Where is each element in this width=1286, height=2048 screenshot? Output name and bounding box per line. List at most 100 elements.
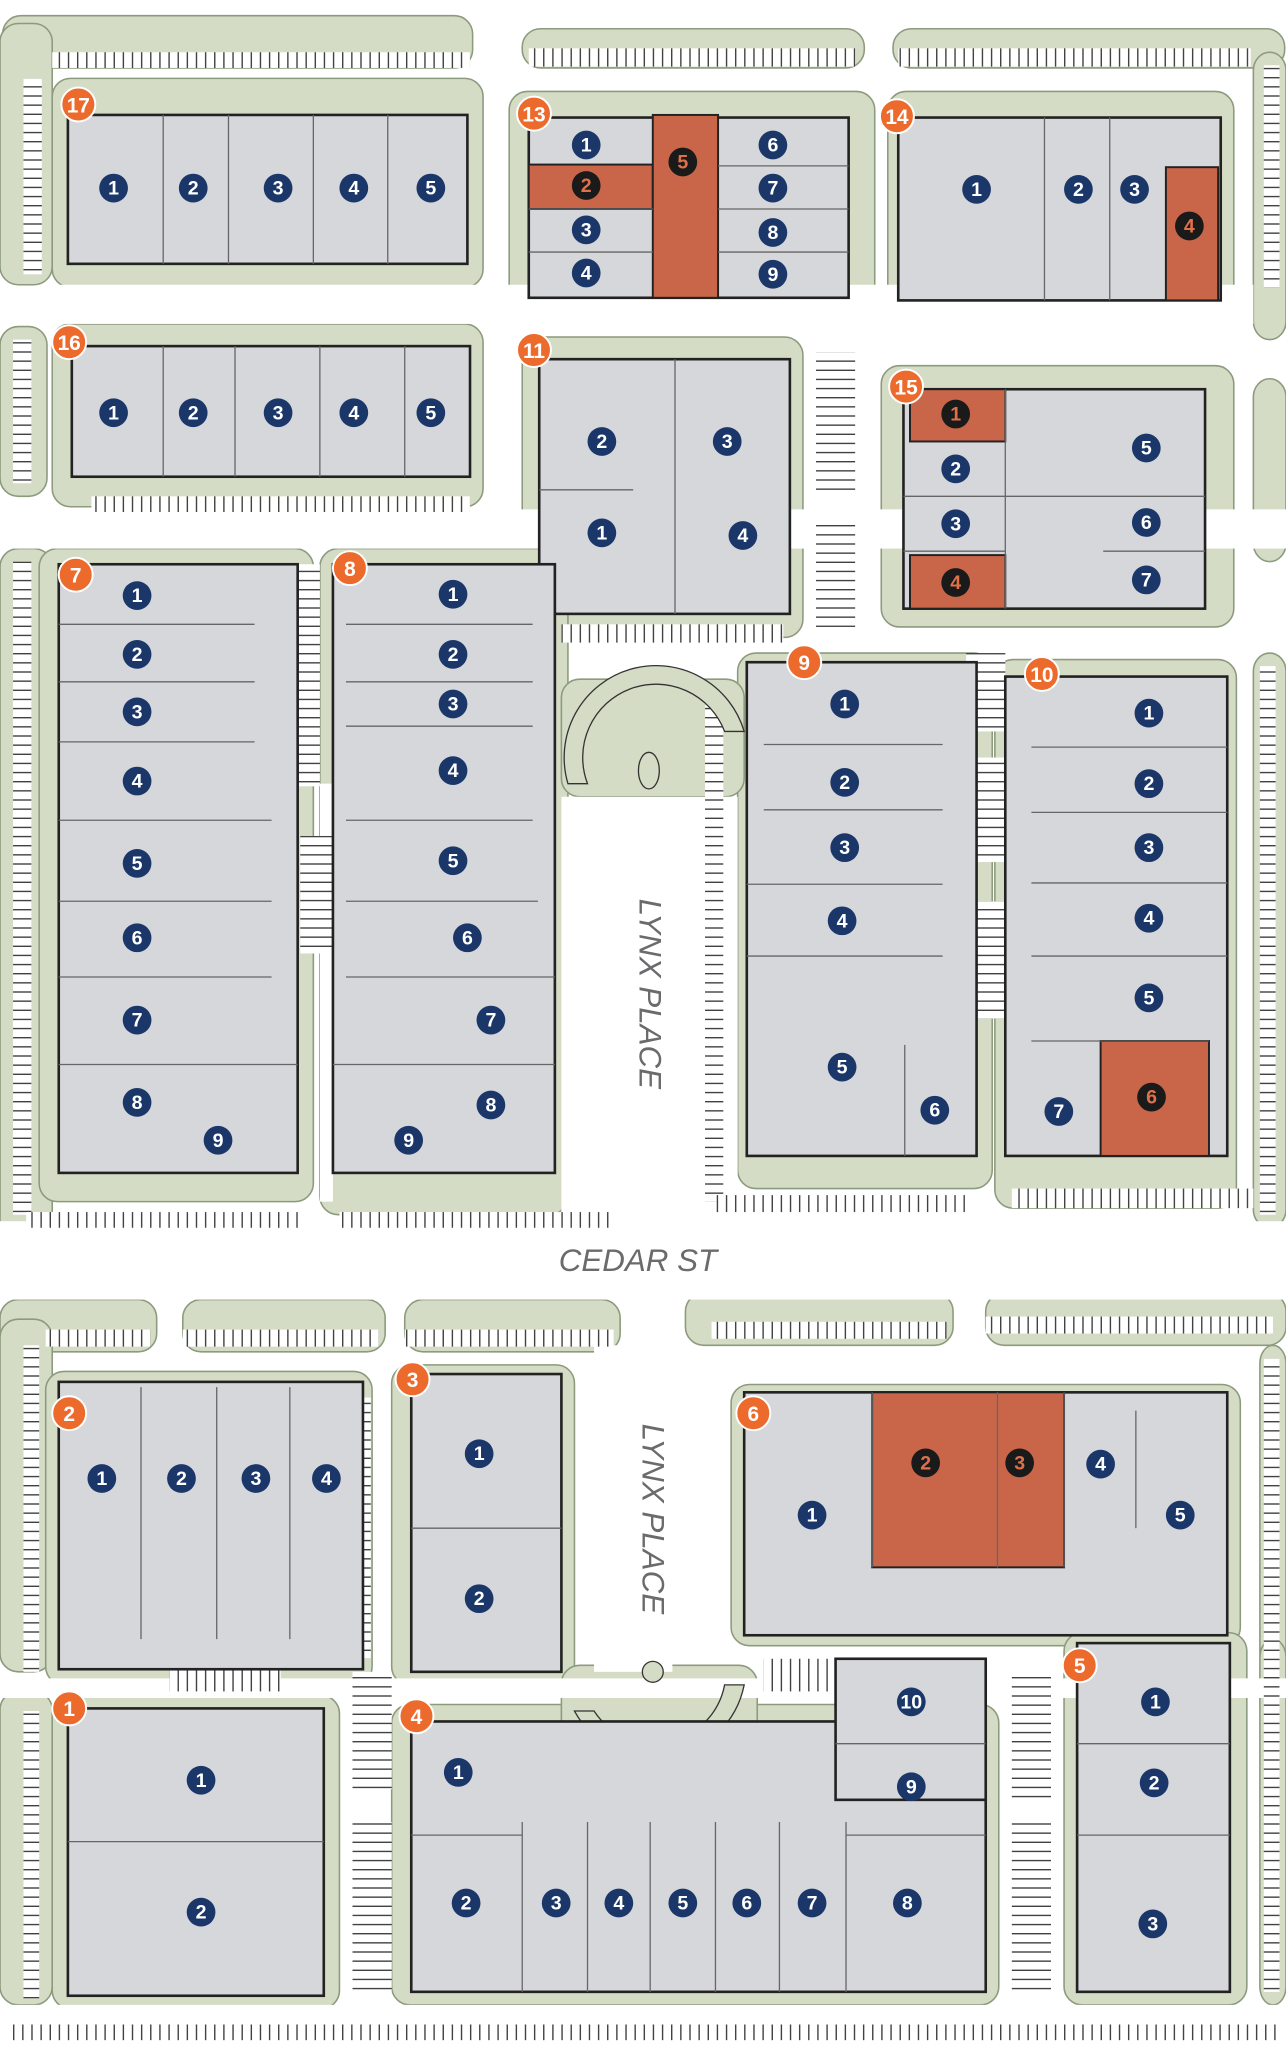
unit-17-2[interactable]: 2 [178,173,208,203]
building-number-badge[interactable]: 15 [888,368,925,405]
unit-2-1[interactable]: 1 [87,1464,117,1493]
unit-6-5[interactable]: 5 [1165,1500,1195,1530]
unit-7-8[interactable]: 8 [122,1088,152,1117]
highlighted-unit-area[interactable] [651,113,720,299]
unit-13-6[interactable]: 6 [758,130,788,160]
unit-17-3[interactable]: 3 [263,173,293,203]
unit-7-4[interactable]: 4 [122,766,152,796]
unit-15-6[interactable]: 6 [1131,508,1161,537]
unit-10-2[interactable]: 2 [1134,769,1164,799]
unit-14-2[interactable]: 2 [1064,175,1093,204]
unit-13-7[interactable]: 7 [758,173,788,203]
unit-9-4[interactable]: 4 [827,906,857,936]
building-number-badge[interactable]: 4 [398,1698,435,1735]
unit-15-4-highlighted[interactable]: 4 [941,568,971,597]
unit-15-5[interactable]: 5 [1131,433,1161,463]
unit-10-3[interactable]: 3 [1134,833,1164,863]
unit-3-1[interactable]: 1 [464,1439,494,1469]
unit-11-3[interactable]: 3 [712,427,742,456]
unit-17-1[interactable]: 1 [99,173,128,203]
unit-2-4[interactable]: 4 [312,1464,341,1493]
unit-13-8[interactable]: 8 [758,218,788,247]
unit-14-1[interactable]: 1 [962,175,991,204]
building-number-badge[interactable]: 6 [735,1395,772,1432]
unit-16-3[interactable]: 3 [263,398,293,428]
unit-8-7[interactable]: 7 [476,1005,506,1035]
unit-13-9[interactable]: 9 [758,259,788,289]
unit-10-4[interactable]: 4 [1134,903,1164,933]
unit-9-2[interactable]: 2 [830,768,860,797]
unit-8-2[interactable]: 2 [438,640,468,669]
unit-16-4[interactable]: 4 [339,398,369,428]
unit-6-3-highlighted[interactable]: 3 [1005,1448,1035,1478]
unit-13-5-highlighted[interactable]: 5 [668,147,698,177]
unit-17-5[interactable]: 5 [416,173,446,203]
unit-1-2[interactable]: 2 [186,1897,216,1927]
unit-4-3[interactable]: 3 [541,1888,571,1918]
unit-4-1[interactable]: 1 [443,1758,473,1787]
unit-13-3[interactable]: 3 [571,215,601,245]
unit-15-1-highlighted[interactable]: 1 [941,399,971,429]
building-number-badge[interactable]: 14 [878,98,915,135]
unit-9-1[interactable]: 1 [830,689,860,719]
unit-4-4[interactable]: 4 [604,1888,634,1918]
unit-17-4[interactable]: 4 [339,173,369,203]
unit-11-4[interactable]: 4 [728,521,758,550]
unit-8-1[interactable]: 1 [438,579,468,609]
unit-4-8[interactable]: 8 [893,1888,922,1918]
unit-8-4[interactable]: 4 [438,756,468,785]
unit-15-3[interactable]: 3 [941,509,971,539]
unit-10-5[interactable]: 5 [1134,983,1164,1013]
building-number-badge[interactable]: 9 [786,644,823,681]
unit-4-10[interactable]: 10 [896,1687,926,1717]
unit-1-1[interactable]: 1 [186,1765,216,1795]
building-number-badge[interactable]: 5 [1061,1647,1098,1684]
unit-10-6-highlighted[interactable]: 6 [1137,1082,1166,1112]
unit-7-1[interactable]: 1 [122,581,152,610]
building-number-badge[interactable]: 3 [394,1361,431,1398]
unit-13-1[interactable]: 1 [571,130,601,160]
building-number-badge[interactable]: 17 [60,86,97,123]
unit-8-8[interactable]: 8 [476,1090,506,1120]
unit-7-9[interactable]: 9 [203,1125,233,1155]
unit-8-3[interactable]: 3 [438,689,468,719]
unit-8-6[interactable]: 6 [453,923,482,953]
building-number-badge[interactable]: 8 [331,550,368,587]
unit-11-2[interactable]: 2 [587,427,617,456]
unit-6-2-highlighted[interactable]: 2 [911,1448,941,1478]
building-number-badge[interactable]: 10 [1023,655,1060,692]
unit-5-2[interactable]: 2 [1139,1768,1169,1798]
unit-7-7[interactable]: 7 [122,1005,152,1035]
unit-15-7[interactable]: 7 [1131,565,1161,595]
unit-7-3[interactable]: 3 [122,697,152,727]
unit-5-1[interactable]: 1 [1141,1687,1170,1717]
unit-4-5[interactable]: 5 [668,1888,698,1918]
unit-9-3[interactable]: 3 [830,833,860,863]
unit-3-2[interactable]: 2 [464,1584,494,1614]
unit-16-1[interactable]: 1 [99,398,128,428]
building-1[interactable]: 121 [51,1690,326,1998]
building-number-badge[interactable]: 11 [516,332,552,368]
unit-6-4[interactable]: 4 [1086,1449,1115,1479]
building-17[interactable]: 1 2 3 4 5 17 [60,86,469,266]
unit-4-6[interactable]: 6 [732,1888,762,1918]
building-number-badge[interactable]: 7 [57,556,94,593]
unit-4-9[interactable]: 9 [896,1772,926,1802]
unit-14-4-highlighted[interactable]: 4 [1175,211,1204,241]
unit-2-2[interactable]: 2 [167,1464,196,1493]
building-number-badge[interactable]: 2 [51,1395,88,1432]
unit-7-2[interactable]: 2 [122,640,152,669]
unit-13-4[interactable]: 4 [571,258,601,288]
unit-16-2[interactable]: 2 [178,398,208,428]
unit-14-3[interactable]: 3 [1120,175,1149,204]
